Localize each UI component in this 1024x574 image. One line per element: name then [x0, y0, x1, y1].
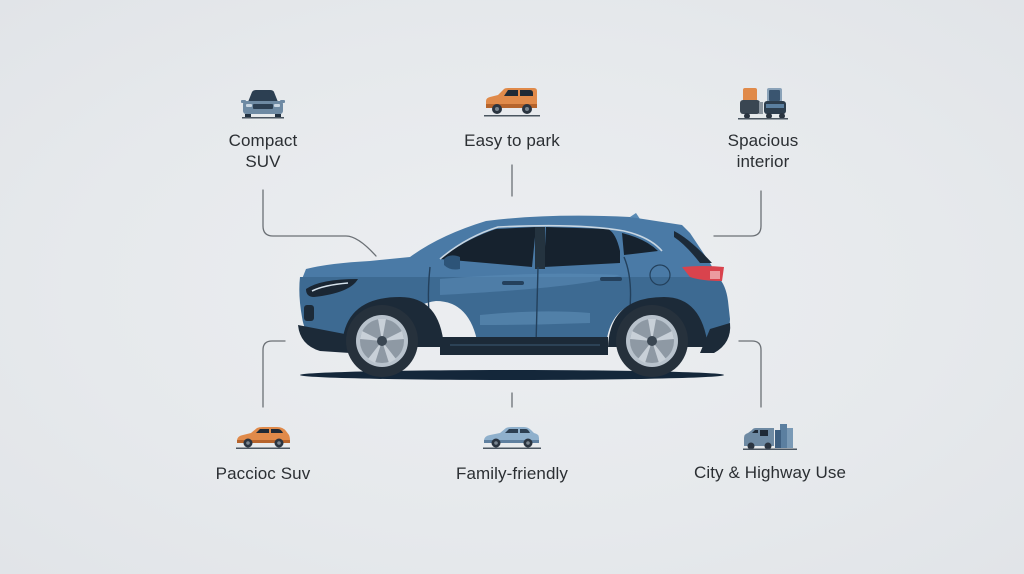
front-window	[440, 227, 536, 267]
feature-compact-suv: Compact SUV	[203, 88, 323, 172]
connector-top-left	[262, 189, 377, 257]
van-city-icon	[743, 424, 797, 450]
connector-top-right	[713, 190, 762, 237]
rear-window	[544, 227, 620, 267]
suv-front-icon	[241, 90, 285, 119]
blue-sedan-icon	[483, 427, 541, 449]
feature-family-friendly: Family-friendly	[437, 425, 587, 484]
connector-bottom-right	[738, 340, 762, 408]
ground-shadow	[300, 370, 724, 380]
feature-label: Spacious interior	[727, 131, 799, 171]
quarter-window	[622, 233, 658, 255]
orange-crossover-icon	[236, 427, 290, 449]
feature-easy-to-park: Easy to park	[442, 86, 582, 151]
rear-wheel	[616, 305, 688, 377]
feature-label: Compact SUV	[228, 131, 298, 171]
feature-label: City & Highway Use	[693, 463, 846, 482]
orange-suv-icon	[484, 88, 540, 117]
front-wheel	[346, 305, 418, 377]
feature-label: Paccioc Suv	[215, 464, 311, 483]
feature-spacious-interior: Spacious interior	[703, 86, 823, 172]
feature-label: Easy to park	[464, 131, 560, 150]
side-mirror	[444, 255, 460, 270]
feature-label: Family-friendly	[455, 464, 569, 483]
feature-city-highway-use: City & Highway Use	[680, 422, 860, 483]
compact-suv-illustration	[298, 213, 731, 380]
car-seats-icon	[738, 88, 788, 120]
connector-bottom-left	[262, 340, 286, 408]
feature-paccioc-suv: Paccioc Suv	[198, 425, 328, 484]
